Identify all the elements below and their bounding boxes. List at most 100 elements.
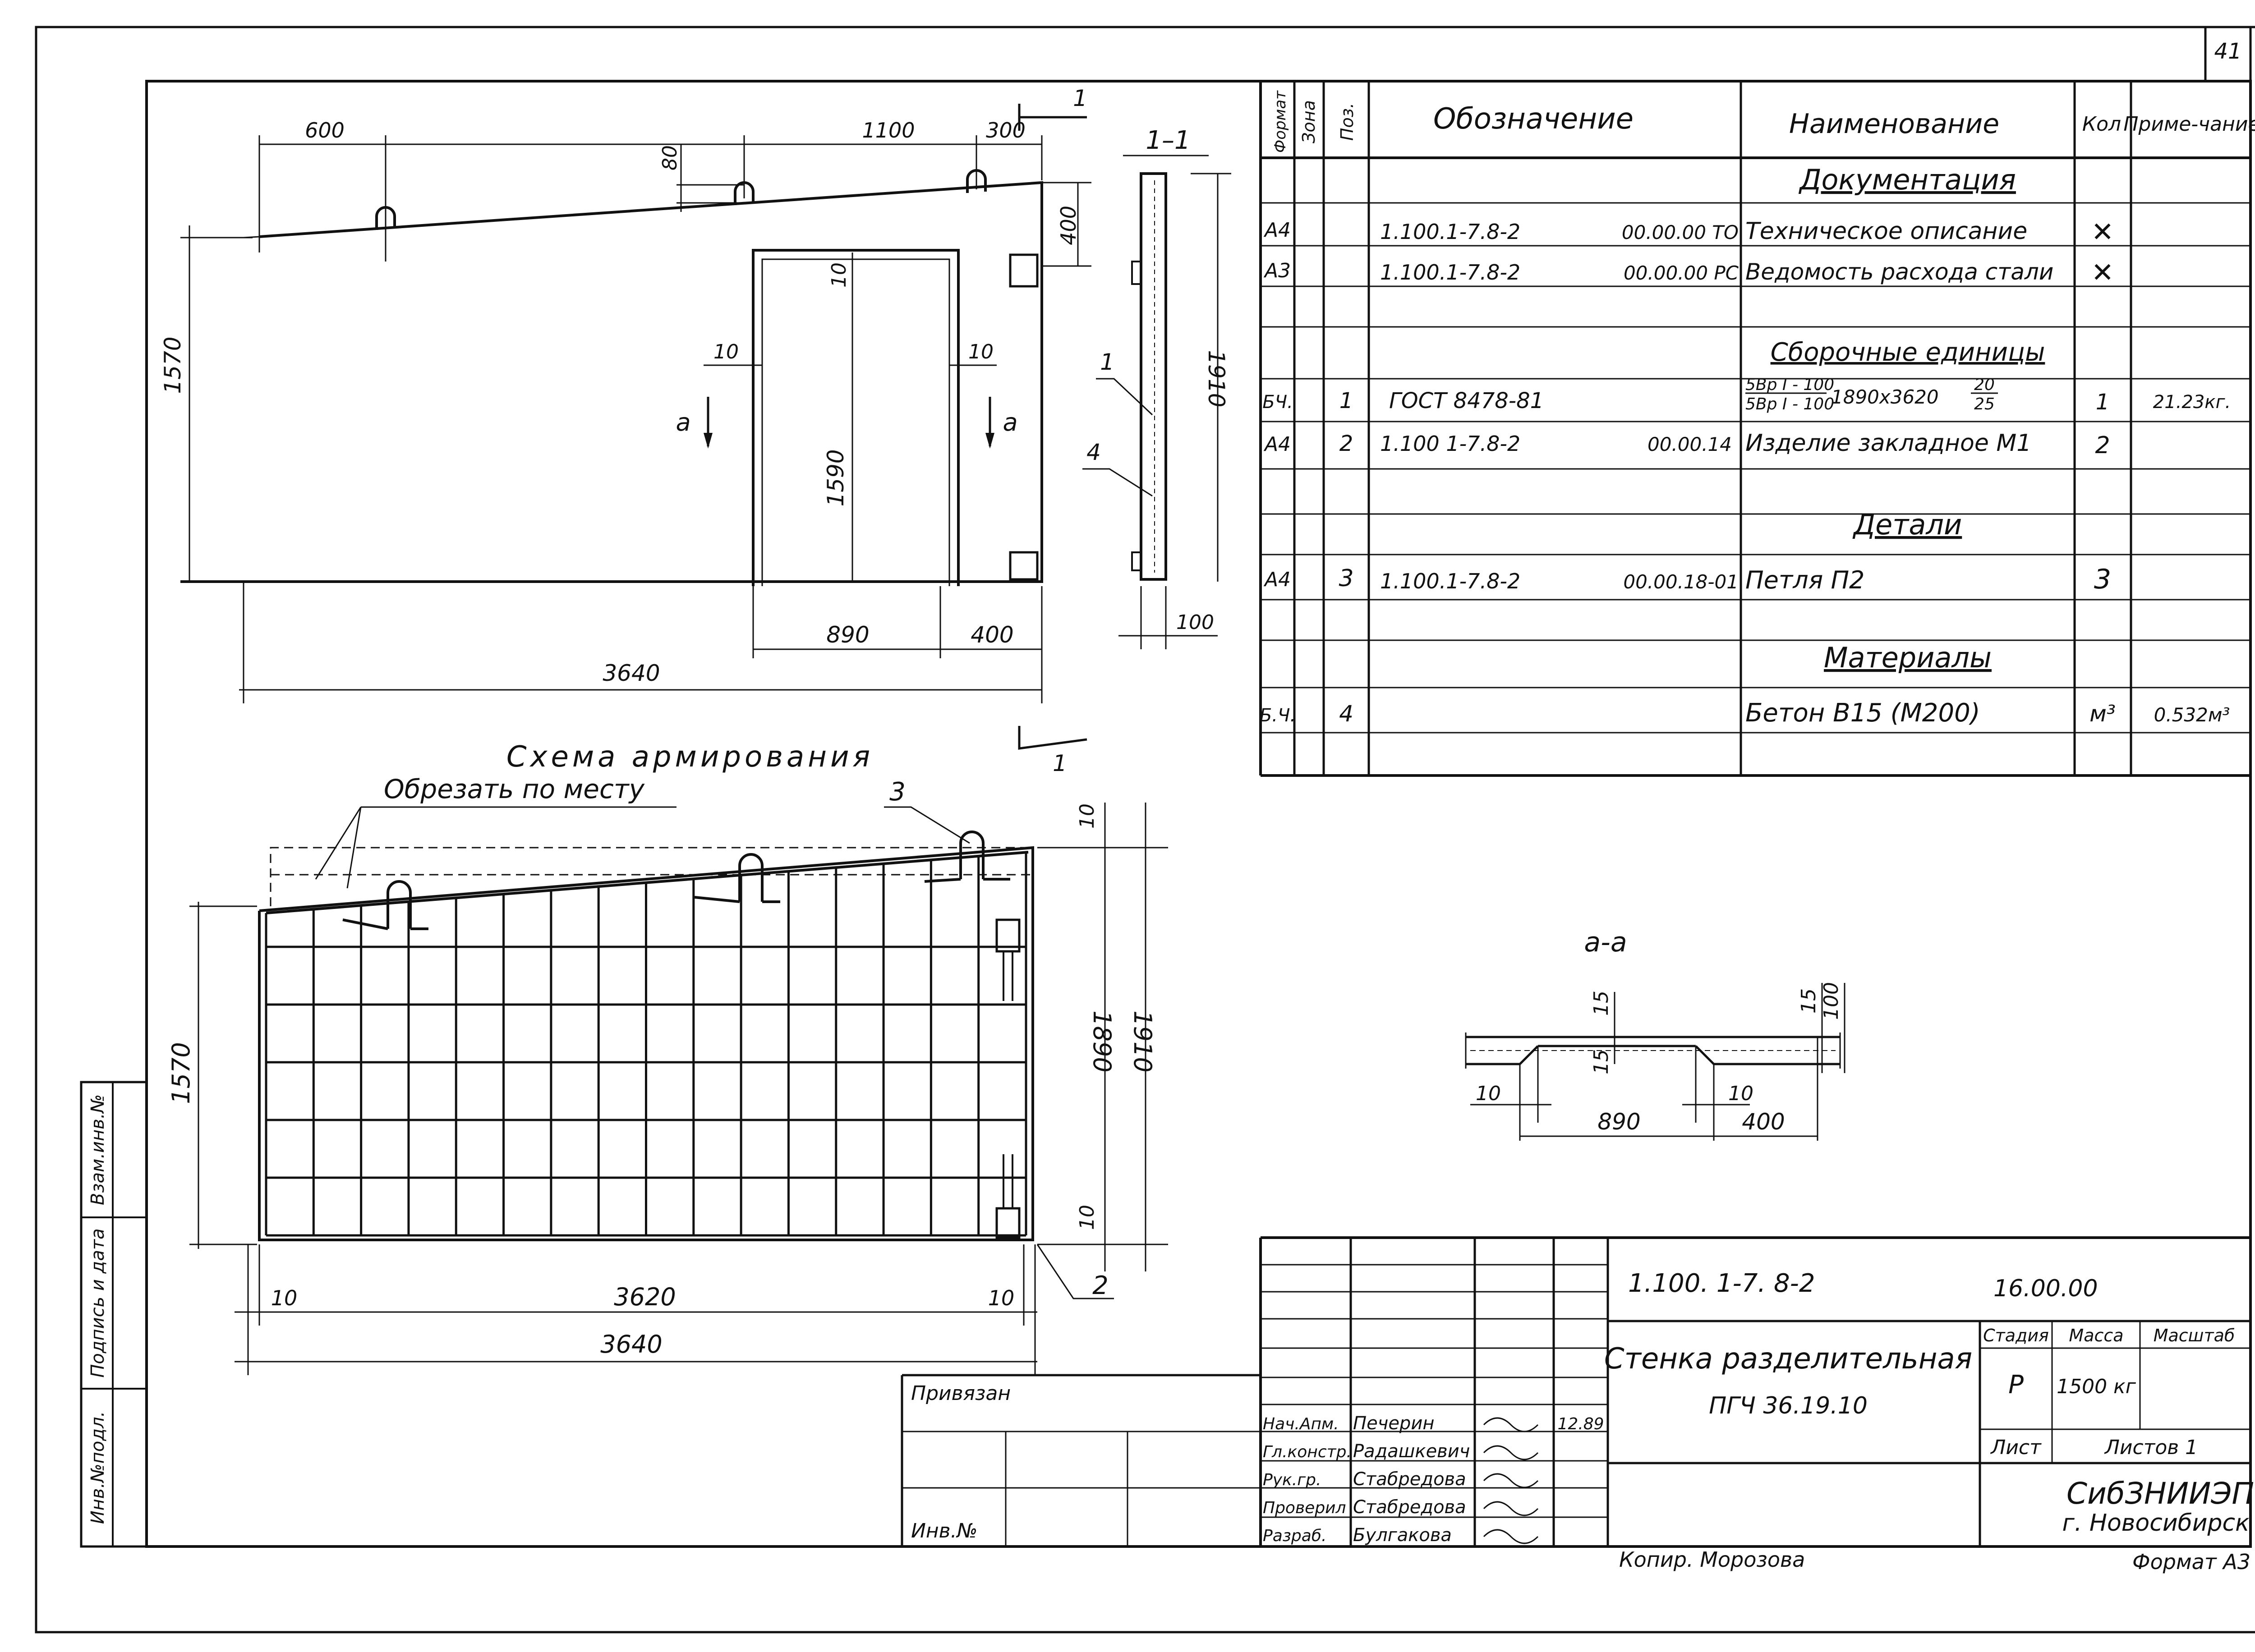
leader-2: 2 [1092,1271,1109,1300]
privyazan-label: Привязан [911,1382,1011,1405]
role-label: Проверил [1263,1499,1346,1517]
signature-mark [1483,1501,1539,1516]
asm1-note: 21.23кг. [2153,392,2231,413]
mat1-format: Б.Ч. [1260,705,1296,726]
doc2-code: 00.00.00 РС [1624,262,1739,284]
dim-1570: 1570 [160,336,186,394]
dim-1590: 1590 [823,449,849,506]
signature-mark [1483,1473,1539,1488]
doc1-designation: 1.100.1-7.8-2 [1380,220,1520,244]
signature-mark [1483,1417,1539,1432]
doc2-qty: ✕ [2091,257,2114,289]
det1-designation: 1.100.1-7.8-2 [1380,569,1520,593]
doc2-name: Ведомость расхода стали [1745,259,2053,285]
col-name: Наименование [1789,108,1999,140]
rebar-mesh [265,852,1027,1237]
inv-no-label: Инв.№ [911,1519,977,1542]
det1-format: А4 [1263,568,1291,591]
aa-dim-10-left: 10 [1476,1082,1501,1105]
mass-value: 1500 кг [2057,1375,2136,1398]
replace-inv-label: Взам.инв.№ [87,1094,108,1205]
sheets-label: Листов 1 [2104,1436,2198,1459]
stage-label: Стадия [1983,1326,2049,1345]
mat1-pos: 4 [1339,701,1353,727]
col-pos: Поз. [1337,103,1357,141]
doc2-designation: 1.100.1-7.8-2 [1380,260,1520,285]
sheet-label: Лист [1990,1436,2042,1459]
asm2-format: А4 [1263,433,1291,456]
product-name: Стенка разделительная [1604,1342,1972,1376]
city: г. Новосибирск [2062,1510,2250,1537]
role-label: Разраб. [1263,1527,1326,1545]
dim-10-door-left: 10 [713,340,739,363]
rebar-dim-10-top: 10 [1076,803,1099,829]
rebar-dim-10-bottom: 10 [1076,1205,1099,1230]
side-stamp: Инв.№подл. Подпись и дата Взам.инв.№ [80,1081,148,1548]
leader-4: 4 [1086,439,1101,465]
dim-10-door-top: 10 [828,262,851,288]
section-materials: Материалы [1824,641,1992,674]
inv-orig-label: Инв.№подл. [87,1411,108,1524]
role-label: Рук.гр. [1263,1471,1321,1489]
section-a-a: а-а 15 15 15 100 10 10 890 400 [1465,927,1845,1141]
rebar-dim-3640: 3640 [600,1330,662,1358]
asm1-name-bottom: 5Вр I - 100 [1745,395,1834,413]
dim-100-section: 100 [1176,611,1214,634]
rebar-dim-10-left: 10 [271,1286,298,1310]
asm1-frac-top: 20 [1974,376,1995,394]
aa-dim-10-right: 10 [1728,1082,1753,1105]
role-date: 12.89 [1557,1415,1604,1433]
sign-date-label: Подпись и дата [87,1228,108,1377]
aa-dim-15-mid: 15 [1590,1049,1613,1074]
dim-3640: 3640 [603,660,660,686]
dim-600: 600 [305,118,345,142]
dim-80: 80 [658,145,681,170]
aa-dim-400: 400 [1742,1109,1785,1135]
col-note: Приме-чание [2123,113,2255,136]
aa-dim-890: 890 [1597,1109,1640,1135]
section-mark-bottom: 1 [1053,750,1067,776]
signature-mark [1483,1445,1539,1460]
det1-qty: 3 [2094,564,2111,595]
section-details: Детали [1852,508,1962,541]
aa-dim-100: 100 [1820,982,1843,1020]
mass-label: Масса [2069,1326,2123,1345]
asm2-pos: 2 [1339,431,1353,456]
rebar-dim-10-right: 10 [988,1286,1015,1310]
doc1-name: Техническое описание [1745,218,2027,245]
asm1-frac-bottom: 25 [1974,395,1995,413]
rebar-dim-1890: 1890 [1088,1010,1116,1072]
role-label: Гл.констр. [1263,1443,1352,1461]
aa-dim-15-right: 15 [1797,988,1820,1014]
doc1-qty: ✕ [2091,216,2114,248]
role-person: Стабредова [1353,1469,1466,1490]
asm1-name-top: 5Вр I - 100 [1745,376,1834,394]
det1-code: 00.00.18-01 [1623,571,1739,593]
aa-dim-15-left: 15 [1590,991,1613,1016]
cut-a-right: а [1003,408,1017,436]
asm1-designation: ГОСТ 8478-81 [1389,388,1544,413]
role-label: Нач.Апм. [1263,1415,1339,1433]
signature-mark [1483,1529,1539,1544]
section-1-1-title: 1–1 [1146,126,1190,155]
col-format: Формат [1271,90,1289,153]
col-qty: Кол [2082,113,2121,136]
section-mark-top: 1 [1073,85,1087,111]
title-code-suffix: 16.00.00 [1993,1275,2098,1302]
role-person: Радашкевич [1353,1441,1470,1462]
section-assembly: Сборочные единицы [1771,338,2045,367]
elevation-view: 600 1100 300 80 400 1570 10 10 10 1590 а [160,85,1091,776]
mat1-name: Бетон В15 (М200) [1745,698,1980,728]
section-a-a-title: а-а [1584,927,1627,958]
copied-by: Копир. Морозова [1619,1547,1805,1572]
doc1-code: 00.00.00 ТО [1622,221,1739,243]
section-documentation: Документация [1798,163,2016,196]
asm1-qty: 1 [2096,390,2110,415]
asm2-qty: 2 [2095,432,2110,459]
rebar-dim-3620: 3620 [614,1283,676,1311]
col-designation: Обозначение [1433,102,1634,136]
cut-a-left: а [676,408,690,436]
asm1-format: БЧ. [1262,392,1293,413]
